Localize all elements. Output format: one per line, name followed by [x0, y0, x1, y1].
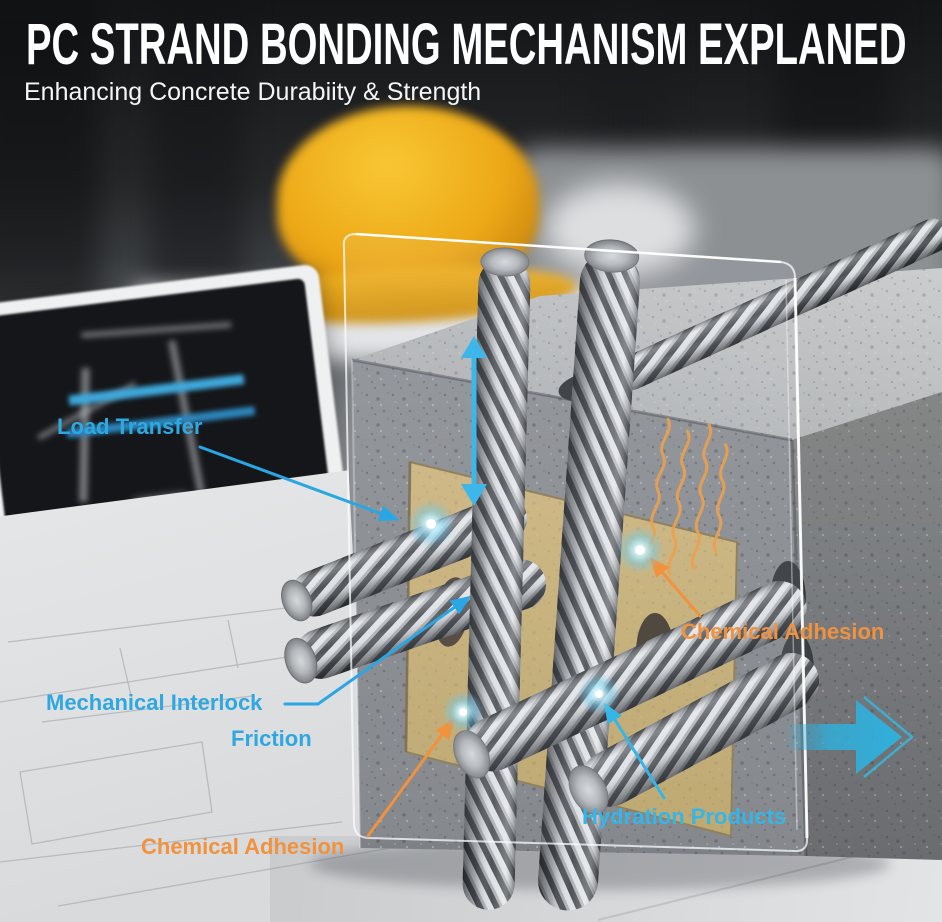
page-subtitle: Enhancing Concrete Durabiity & Strength	[24, 78, 482, 106]
callout-arrows	[198, 445, 702, 838]
label-mechanical-interlock: Mechanical Interlock	[46, 690, 263, 715]
steel-strand-top	[614, 218, 942, 390]
label-chemical-adhesion-left: Chemical Adhesion	[141, 834, 345, 859]
steel-strand-vertical-right	[538, 239, 640, 911]
label-chemical-adhesion-right: Chemical Adhesion	[681, 619, 885, 644]
heat-waves	[645, 417, 729, 576]
label-friction: Friction	[231, 726, 312, 751]
load-transfer-arrow	[198, 445, 400, 522]
steel-strand-mid-lower	[568, 653, 820, 815]
glass-panel	[342, 232, 809, 853]
load-double-arrow	[461, 336, 487, 506]
steel-strand-mid-upper	[453, 581, 807, 779]
page-title: PC STRAND BONDING MECHANISM EXPLANED	[26, 12, 907, 77]
glow-dots	[407, 500, 664, 733]
big-right-arrow	[788, 696, 914, 778]
label-hydration-products: Hydration Products	[582, 804, 787, 829]
mechanical-interlock-arrow	[283, 595, 472, 706]
label-load-transfer: Load Transfer	[57, 414, 203, 439]
